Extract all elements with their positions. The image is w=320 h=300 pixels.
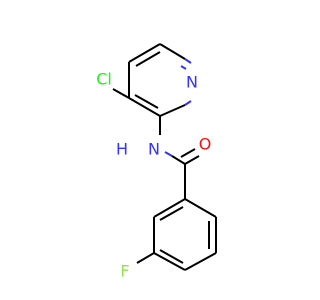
- bond-c4-c5-inner: [135, 51, 161, 67]
- bond-c-o-2: [180, 148, 196, 158]
- amide-nitrogen-label: N: [148, 140, 160, 159]
- oxygen-label: O: [199, 135, 212, 154]
- bond-c3-cl: [112, 88, 130, 99]
- bond-b6-b1: [184, 198, 217, 218]
- bond-b1-b2: [153, 198, 186, 218]
- bond-c2-c3-inner: [134, 94, 159, 109]
- bond-c6-n-inner: [180, 65, 187, 70]
- fluorine-label: F: [120, 262, 129, 281]
- bond-b3-f: [136, 252, 155, 264]
- benzene-ring: [153, 198, 217, 271]
- structure-svg: Cl N N H O F: [96, 43, 217, 281]
- bond-b1-b2-inner: [159, 206, 184, 221]
- bond-b3-b4: [153, 252, 186, 271]
- bond-b4-b5: [184, 252, 217, 271]
- pyridine-nitrogen-label: N: [186, 73, 198, 92]
- chlorine-label: Cl: [96, 70, 112, 89]
- pyridine-ring: [128, 43, 192, 117]
- bond-b3-b4-inner: [159, 249, 184, 264]
- molecule-diagram: Cl N N H O F: [96, 43, 217, 281]
- bond-n-c2: [184, 100, 192, 106]
- bond-c-o: [184, 155, 200, 165]
- bond-nh-c2: [171, 155, 186, 165]
- amide-hydrogen-label: H: [116, 140, 128, 159]
- bond-nh-c: [164, 151, 173, 157]
- bond-c4-c5: [128, 43, 161, 63]
- bond-n-c2b: [159, 104, 186, 117]
- bond-c6-n: [184, 58, 192, 64]
- bond-c5-c6: [159, 43, 186, 60]
- bond-c2-c3: [128, 97, 161, 117]
